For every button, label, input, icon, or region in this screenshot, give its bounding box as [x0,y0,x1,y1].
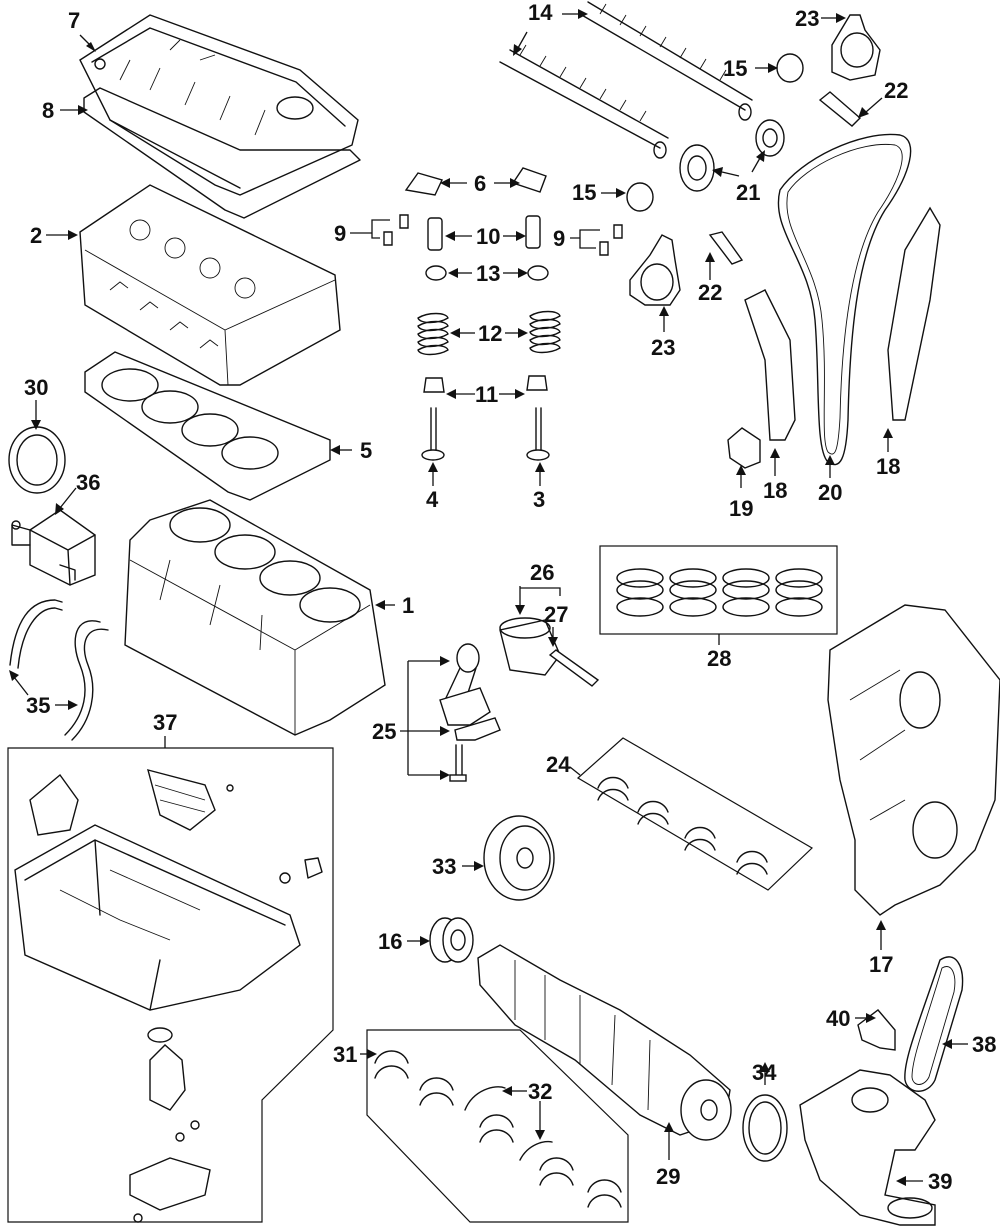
valve-spring-part [417,310,561,356]
valve-part [421,407,550,461]
callout-16: 16 [378,929,402,954]
valve-cover-part [79,14,359,196]
callout-27: 27 [544,602,568,627]
rod-bearing-set-box [576,737,813,891]
callout-10: 10 [476,224,500,249]
callout-8: 8 [42,98,54,123]
callout-13: 13 [476,261,500,286]
callout-20: 20 [818,480,842,505]
callout-19: 19 [729,496,753,521]
callout-39: 39 [928,1169,952,1194]
cam-actuator-part [629,14,881,306]
callout-32: 32 [528,1079,552,1104]
callout-22-lower: 22 [698,280,722,305]
callout-40: 40 [826,1006,850,1031]
callout-12: 12 [478,321,502,346]
oil-pump-chain-part [911,966,956,1085]
cylinder-head-part [79,184,341,386]
chain-guide-part [744,206,941,441]
cam-plug-part [626,182,654,212]
oil-pan-group-box [7,747,334,1223]
cam-bolt-part [708,91,862,265]
cam-sprocket-part [679,119,785,192]
oil-seal-part [8,426,66,494]
callout-11: 11 [475,382,498,407]
callout-31: 31 [333,1042,357,1067]
callout-23-lower: 23 [651,335,675,360]
rocker-arm-part [404,167,547,196]
hydraulic-lifter-part [427,215,541,251]
chain-guide-small-part [857,1009,896,1051]
callout-38: 38 [972,1032,996,1057]
crank-sprocket-part [429,917,474,963]
callout-18-right: 18 [876,454,900,479]
engine-block-part [124,499,386,736]
callout-15-upper: 15 [723,56,747,81]
callout-1: 1 [402,593,414,618]
crankshaft-part [477,944,732,1141]
callout-36: 36 [76,470,100,495]
callout-33: 33 [432,854,456,879]
thrust-washer-part [464,1086,553,1161]
callout-22-upper: 22 [884,78,908,103]
callout-4: 4 [426,487,439,512]
valve-stem-seal-part [526,375,548,391]
callout-25: 25 [372,719,396,744]
callout-14: 14 [528,0,553,25]
callout-17: 17 [869,952,893,977]
crank-pulley-part [483,815,555,901]
callout-28: 28 [707,646,731,671]
callout-9-left: 9 [334,221,346,246]
timing-chain-part [777,133,912,466]
callout-18-left: 18 [763,478,787,503]
callout-23-upper: 23 [795,6,819,31]
callout-35: 35 [26,693,50,718]
chain-tensioner-part [727,427,761,469]
callout-24: 24 [546,752,571,777]
timing-chain-part [786,143,903,455]
oil-pump-chain-part [904,956,964,1092]
callout-15-lower: 15 [572,180,596,205]
callout-26: 26 [530,560,554,585]
hose-part [9,599,109,741]
callout-30: 30 [24,375,48,400]
oil-cooler-part [11,509,96,586]
timing-cover-part [827,604,1000,916]
cam-plug-part [776,53,804,83]
callout-2: 2 [30,223,42,248]
callout-labels: 7 8 2 30 5 36 1 35 37 14 15 15 23 23 22 … [24,0,996,1194]
head-gasket-part [84,351,331,501]
rod-bearing-part [597,776,768,875]
callout-21: 21 [736,180,760,205]
valve-seat-part [527,265,549,281]
oil-pan-part [14,769,323,1223]
callout-5: 5 [360,438,372,463]
callout-6: 6 [474,171,486,196]
valve-keeper-part [383,214,623,256]
oil-pump-part [799,1069,936,1226]
valve-stem-seal-part [423,377,445,393]
piston-ring-set-box [599,545,838,635]
leader-lines [9,9,968,1186]
piston-part [499,617,600,687]
callout-9-right: 9 [553,226,565,251]
valve-cover-gasket-part [83,87,361,219]
connecting-rod-part [439,643,501,782]
camshaft-part [499,1,753,159]
rear-main-seal-part [742,1094,788,1162]
callout-7: 7 [68,8,80,33]
piston-ring-part [616,568,823,617]
callout-34: 34 [752,1060,777,1085]
main-bearing-part [374,1050,622,1208]
main-bearing-set-box [366,1029,629,1223]
callout-37: 37 [153,710,177,735]
valve-seat-part [425,265,447,281]
callout-29: 29 [656,1164,680,1189]
callout-3: 3 [533,487,545,512]
